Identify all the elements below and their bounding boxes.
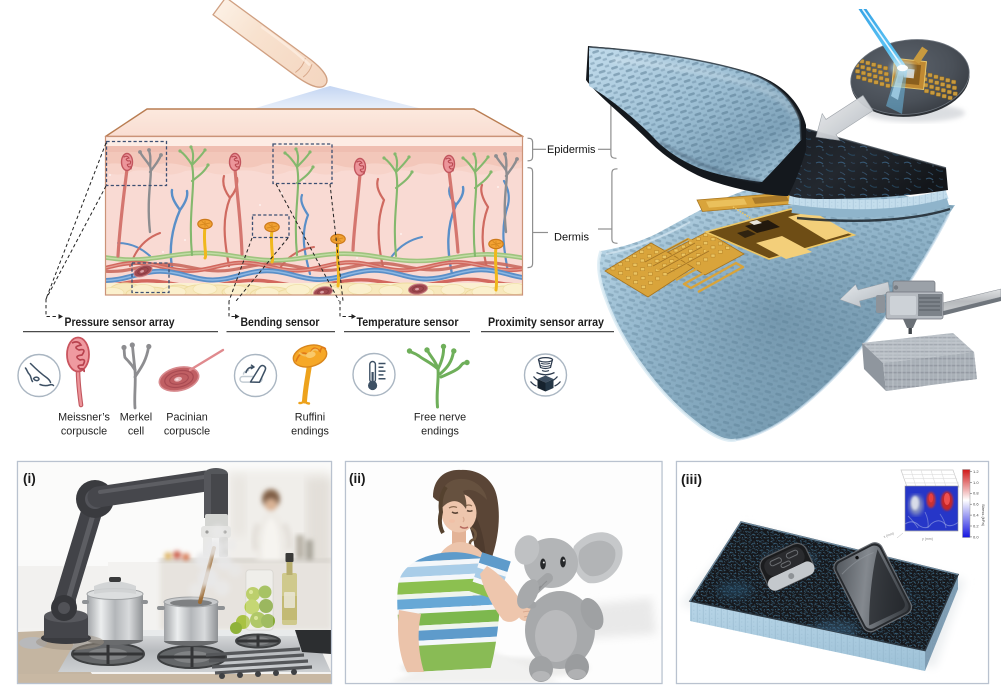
svg-text:0.6: 0.6: [973, 502, 979, 507]
svg-text:x (mm): x (mm): [883, 531, 895, 538]
svg-text:Dermis: Dermis: [554, 232, 589, 244]
svg-text:Ruffini: Ruffini: [295, 412, 325, 424]
svg-text:corpuscle: corpuscle: [164, 426, 210, 438]
svg-text:Pressure sensor array: Pressure sensor array: [65, 315, 175, 329]
svg-text:Bending sensor: Bending sensor: [241, 315, 320, 329]
svg-text:(iii): (iii): [681, 471, 702, 487]
svg-text:endings: endings: [421, 426, 459, 438]
svg-text:Stress (kPa): Stress (kPa): [981, 504, 986, 527]
svg-text:0.0: 0.0: [973, 534, 979, 539]
svg-text:0.4: 0.4: [973, 513, 979, 518]
svg-text:Merkel: Merkel: [120, 412, 152, 424]
svg-text:Meissner’s: Meissner’s: [58, 412, 110, 424]
svg-text:0.8: 0.8: [973, 491, 979, 496]
svg-text:1.2: 1.2: [973, 469, 979, 474]
svg-text:Free nerve: Free nerve: [414, 412, 466, 424]
svg-text:Temperature sensor: Temperature sensor: [357, 315, 459, 329]
svg-text:(i): (i): [23, 471, 36, 486]
svg-text:cell: cell: [128, 426, 144, 438]
svg-text:1.0: 1.0: [973, 480, 979, 485]
svg-text:Pacinian: Pacinian: [166, 412, 207, 424]
svg-text:Epidermis: Epidermis: [547, 144, 596, 156]
svg-text:y (mm): y (mm): [922, 537, 933, 541]
svg-text:corpuscle: corpuscle: [61, 426, 107, 438]
svg-text:(ii): (ii): [349, 471, 366, 486]
svg-text:Proximity sensor array: Proximity sensor array: [488, 315, 604, 329]
svg-text:endings: endings: [291, 426, 329, 438]
svg-text:0.2: 0.2: [973, 523, 979, 528]
